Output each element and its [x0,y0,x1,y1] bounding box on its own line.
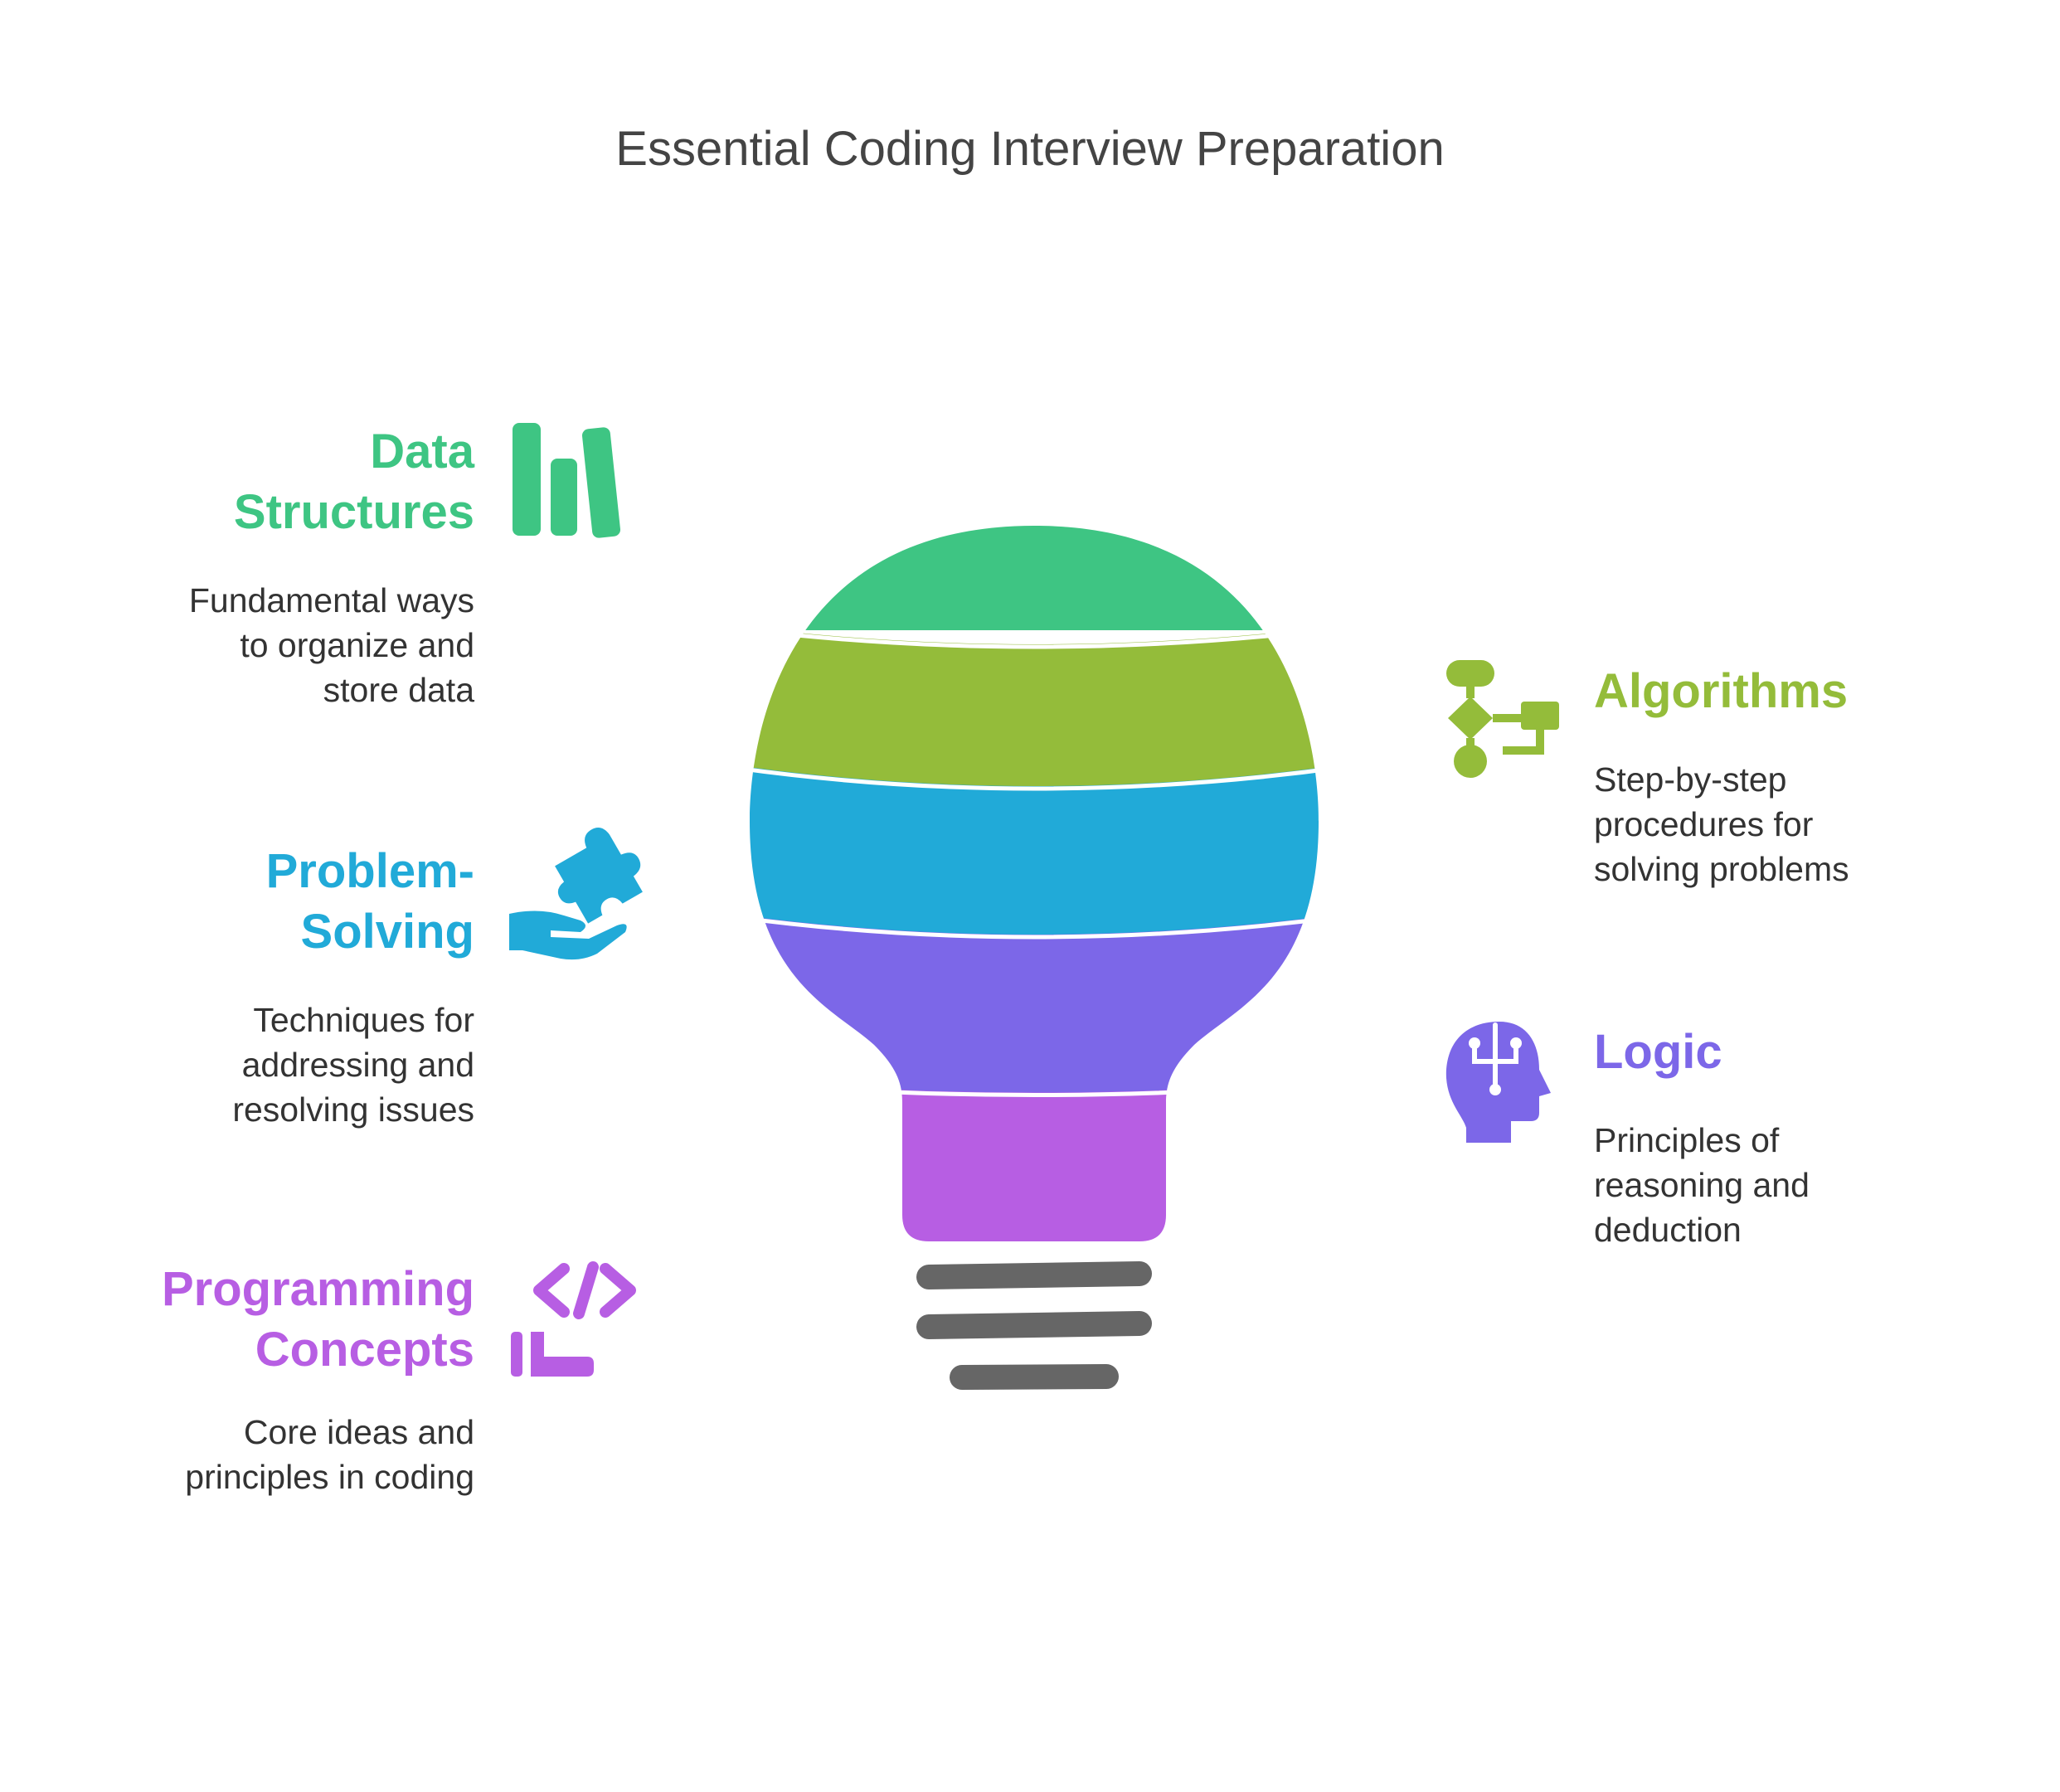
diagram-title: Essential Coding Interview Preparation [615,122,1445,176]
problem-solving-heading-line: Problem- [265,844,474,898]
puzzle-hand-icon [509,828,643,960]
problem-solving-description-line: resolving issues [232,1090,474,1129]
data-structures-description-line: Fundamental ways [188,581,474,619]
data-structures-description-line: to organize and [240,626,474,664]
data-structures-description-line: store data [323,671,474,709]
bulb-segment-algorithms [750,625,1319,791]
problem-solving-description: Techniques for addressing and resolving … [93,998,474,1132]
data-structures-description: Fundamental ways to organize and store d… [93,578,474,712]
algorithms-description-line: solving problems [1594,850,1849,888]
algorithms-description: Step-by-step procedures for solving prob… [1594,757,1959,891]
logic-description: Principles of reasoning and deduction [1594,1118,1959,1252]
programming-concepts-description-line: Core ideas and [243,1413,474,1451]
algorithms-description-line: Step-by-step [1594,760,1787,799]
algorithms-heading: Algorithms [1594,661,1959,721]
code-icon [511,1261,636,1377]
data-structures-heading-line: Data [370,425,474,478]
brain-head-icon [1445,1022,1551,1143]
flowchart-icon [1446,660,1559,778]
problem-solving-description-line: Techniques for [253,1001,474,1039]
programming-concepts-description: Core ideas and principles in coding [93,1410,474,1499]
bulb-separators [729,625,1344,1097]
bulb-segment-data-structures [750,526,1319,630]
programming-concepts-heading-line: Programming [161,1262,474,1316]
books-icon [513,423,621,538]
programming-concepts-heading: Programming Concepts [93,1259,474,1380]
data-structures-heading-line: Structures [233,485,474,539]
logic-description-line: reasoning and [1594,1166,1810,1204]
logic-heading-line: Logic [1594,1025,1722,1079]
algorithms-heading-line: Algorithms [1594,664,1849,718]
logic-description-line: Principles of [1594,1121,1780,1159]
bulb-segment-problem-solving [750,765,1319,940]
bulb-base [916,1261,1152,1390]
data-structures-heading: Data Structures [93,421,474,542]
logic-description-line: deduction [1594,1211,1742,1249]
problem-solving-description-line: addressing and [241,1046,474,1084]
algorithms-description-line: procedures for [1594,805,1814,843]
problem-solving-heading-line: Solving [300,905,474,959]
bulb-segment-logic [750,914,1319,1098]
problem-solving-heading: Problem- Solving [93,841,474,962]
programming-concepts-description-line: principles in coding [185,1458,474,1496]
bulb-body [750,526,1319,1241]
bulb-segment-programming-concepts [750,1079,1319,1241]
logic-heading: Logic [1594,1022,1959,1082]
programming-concepts-heading-line: Concepts [255,1323,474,1377]
